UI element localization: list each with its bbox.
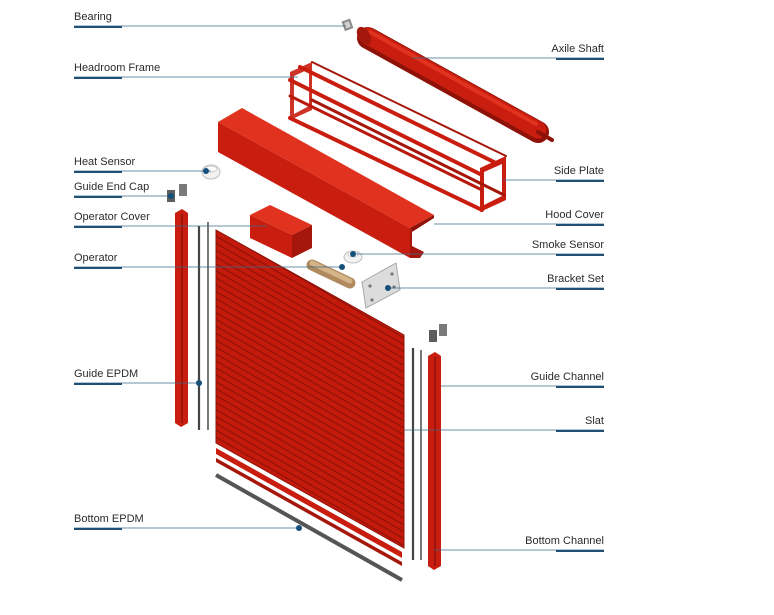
label-underlines bbox=[74, 26, 604, 552]
guide-end-cap-left-part bbox=[167, 184, 187, 202]
hood-cover-part bbox=[218, 108, 434, 258]
bracket-set-part bbox=[361, 262, 401, 309]
guide-channel-left-part bbox=[175, 209, 188, 427]
bottom-rail-part bbox=[216, 448, 402, 566]
headroom-frame-part bbox=[288, 61, 507, 212]
label-slat: Slat bbox=[585, 415, 604, 427]
label-bottom-channel: Bottom Channel bbox=[525, 535, 604, 547]
axile-shaft-part bbox=[356, 26, 554, 143]
label-axile-shaft: Axile Shaft bbox=[551, 43, 604, 55]
guide-epdm-right-part bbox=[411, 348, 422, 560]
operator-cover-part bbox=[250, 205, 312, 258]
label-bracket-set: Bracket Set bbox=[547, 273, 604, 285]
slat-curtain-part bbox=[215, 229, 405, 549]
guide-channel-right-part bbox=[428, 352, 441, 570]
bearing-part bbox=[341, 18, 354, 32]
label-guide-end-cap: Guide End Cap bbox=[74, 181, 150, 193]
label-heat-sensor: Heat Sensor bbox=[74, 156, 136, 168]
bottom-epdm-part bbox=[215, 473, 403, 582]
label-operator-cover: Operator Cover bbox=[74, 211, 150, 223]
guide-end-cap-right-part bbox=[429, 324, 447, 342]
label-headroom-frame: Headroom Frame bbox=[74, 62, 161, 74]
label-guide-epdm: Guide EPDM bbox=[74, 368, 139, 380]
label-guide-channel: Guide Channel bbox=[530, 371, 604, 383]
guide-epdm-left-part bbox=[197, 222, 209, 430]
label-bearing: Bearing bbox=[74, 11, 112, 23]
operator-part bbox=[306, 259, 356, 289]
label-operator: Operator bbox=[74, 252, 118, 264]
label-hood-cover: Hood Cover bbox=[545, 209, 604, 221]
label-bottom-epdm: Bottom EPDM bbox=[74, 513, 144, 525]
label-smoke-sensor: Smoke Sensor bbox=[531, 239, 604, 251]
leader-dots bbox=[168, 168, 391, 531]
label-side-plate: Side Plate bbox=[553, 165, 604, 177]
